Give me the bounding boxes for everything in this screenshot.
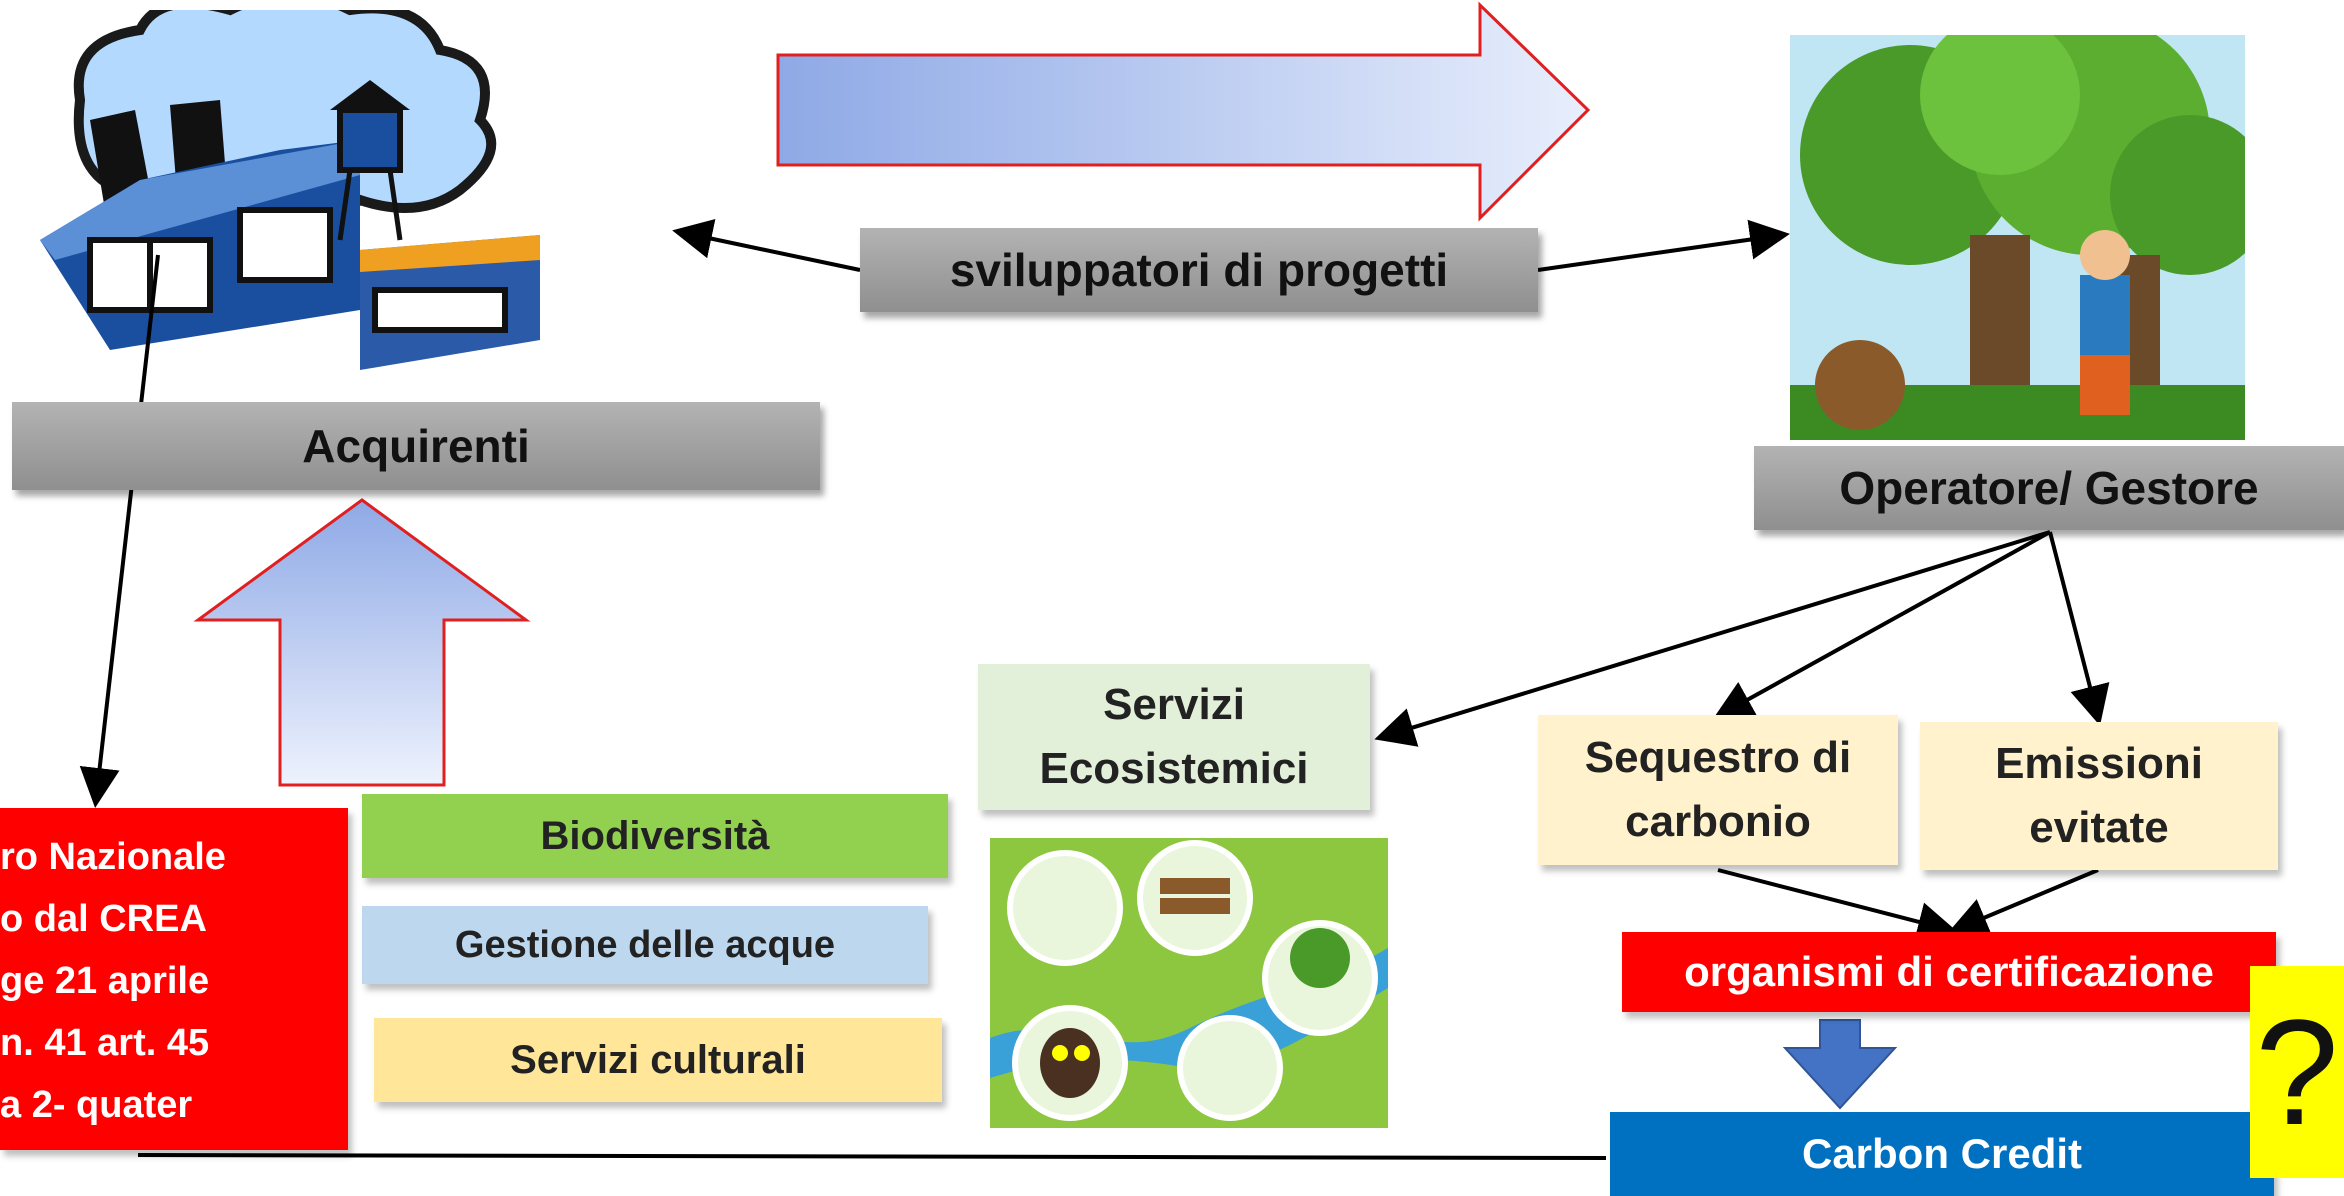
acquirenti-label: Acquirenti <box>302 420 530 472</box>
sequestro-box: Sequestro di carbonio <box>1538 715 1898 865</box>
gestione-acque-label: Gestione delle acque <box>454 923 836 966</box>
ecosystem-map-icon <box>990 838 1388 1128</box>
services-flow-arrow <box>193 498 531 787</box>
sequestro-line-1: Sequestro di <box>1584 733 1852 782</box>
registro-line-1: ro Nazionale <box>0 836 226 878</box>
servizi-culturali-box: Servizi culturali <box>374 1018 942 1102</box>
emissioni-line-1: Emissioni <box>1995 739 2203 788</box>
gestione-acque-box: Gestione delle acque <box>362 906 928 984</box>
emissioni-line-2: evitate <box>2029 803 2169 852</box>
question-mark: ? <box>2255 987 2339 1156</box>
servizi-line-2: Ecosistemici <box>1039 744 1309 793</box>
registro-line-3: ge 21 aprile <box>0 960 210 1002</box>
money-flow-arrow <box>776 1 1591 222</box>
forest-lumberjack-icon <box>1790 35 2245 440</box>
operatore-box: Operatore/ Gestore <box>1754 446 2344 530</box>
biodiversita-label: Biodiversità <box>540 813 770 858</box>
registro-box: ro Nazionale o dal CREA ge 21 aprile n. … <box>0 808 348 1150</box>
organismi-box: organismi di certificazione <box>1622 932 2276 1012</box>
acquirenti-box: Acquirenti <box>12 402 820 490</box>
biodiversita-box: Biodiversità <box>362 794 948 878</box>
servizi-culturali-label: Servizi culturali <box>510 1037 806 1082</box>
sviluppatori-label: sviluppatori di progetti <box>949 244 1449 296</box>
organismi-label: organismi di certificazione <box>1684 948 2214 995</box>
registro-line-5: a 2- quater <box>0 1084 193 1126</box>
sviluppatori-box: sviluppatori di progetti <box>860 228 1538 312</box>
operatore-label: Operatore/ Gestore <box>1839 462 2259 514</box>
question-mark-box: ? <box>2250 966 2344 1178</box>
emissioni-box: Emissioni evitate <box>1920 722 2278 870</box>
carbon-credit-box: Carbon Credit <box>1610 1112 2274 1196</box>
sequestro-line-2: carbonio <box>1625 797 1811 846</box>
servizi-line-1: Servizi <box>1103 680 1245 729</box>
certification-down-arrow <box>1782 1019 1898 1110</box>
registro-line-4: n. 41 art. 45 <box>0 1022 210 1064</box>
factory-icon <box>40 10 540 370</box>
servizi-ecosistemici-box: Servizi Ecosistemici <box>978 664 1370 810</box>
carbon-credit-label: Carbon Credit <box>1801 1130 2082 1177</box>
registro-line-2: o dal CREA <box>0 898 207 940</box>
